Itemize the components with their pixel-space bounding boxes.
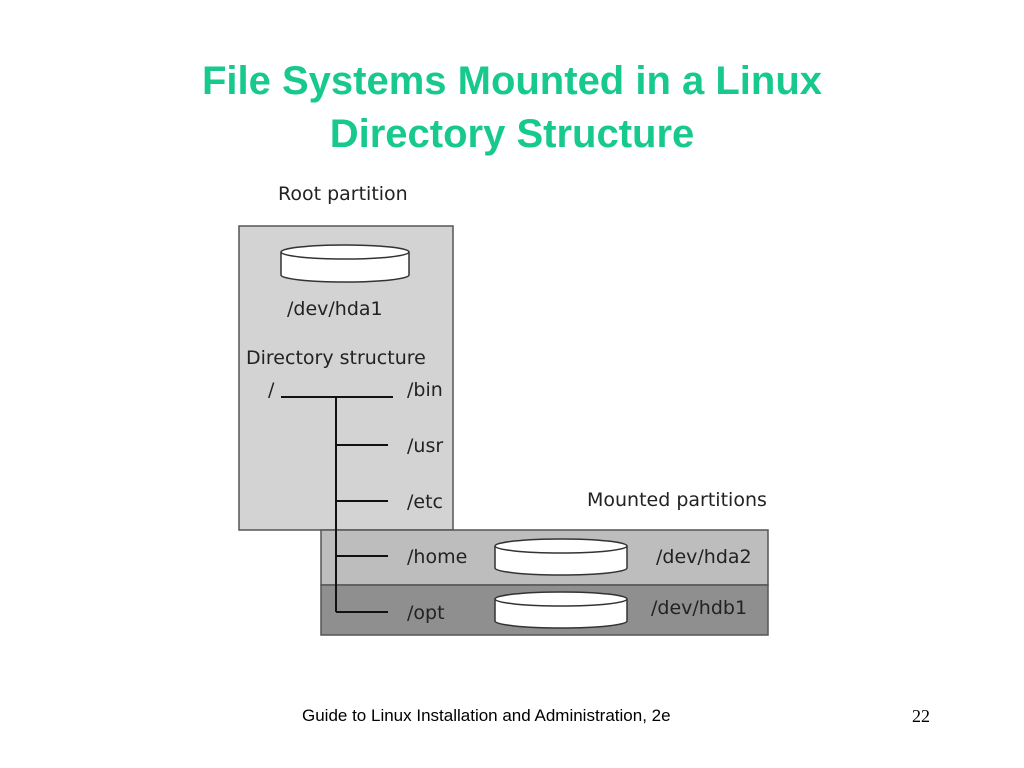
root-device-label: /dev/hda1 xyxy=(287,298,383,320)
dir-label-home: /home xyxy=(407,546,467,568)
slide-title-line-2: Directory Structure xyxy=(329,112,695,156)
directory-tree-lines xyxy=(281,396,393,613)
dir-label-usr: /usr xyxy=(407,435,443,457)
hda2-disk-icon xyxy=(494,538,628,576)
device-label-hdb1: /dev/hdb1 xyxy=(651,597,747,619)
page-number: 22 xyxy=(912,706,930,726)
slide-title-line-1: File Systems Mounted in a Linux xyxy=(201,59,823,103)
root-disk-icon xyxy=(280,244,410,283)
footer-citation: Guide to Linux Installation and Administ… xyxy=(302,706,671,725)
dir-label-bin: /bin xyxy=(407,379,443,401)
mounted-partitions-label: Mounted partitions xyxy=(587,489,767,511)
hdb1-disk-icon xyxy=(494,591,628,629)
dir-label-etc: /etc xyxy=(407,491,443,513)
root-partition-label: Root partition xyxy=(278,183,408,205)
root-dir-label: / xyxy=(268,379,275,401)
dir-label-opt: /opt xyxy=(407,602,445,624)
device-label-hda2: /dev/hda2 xyxy=(656,546,752,568)
directory-structure-label: Directory structure xyxy=(246,347,426,369)
